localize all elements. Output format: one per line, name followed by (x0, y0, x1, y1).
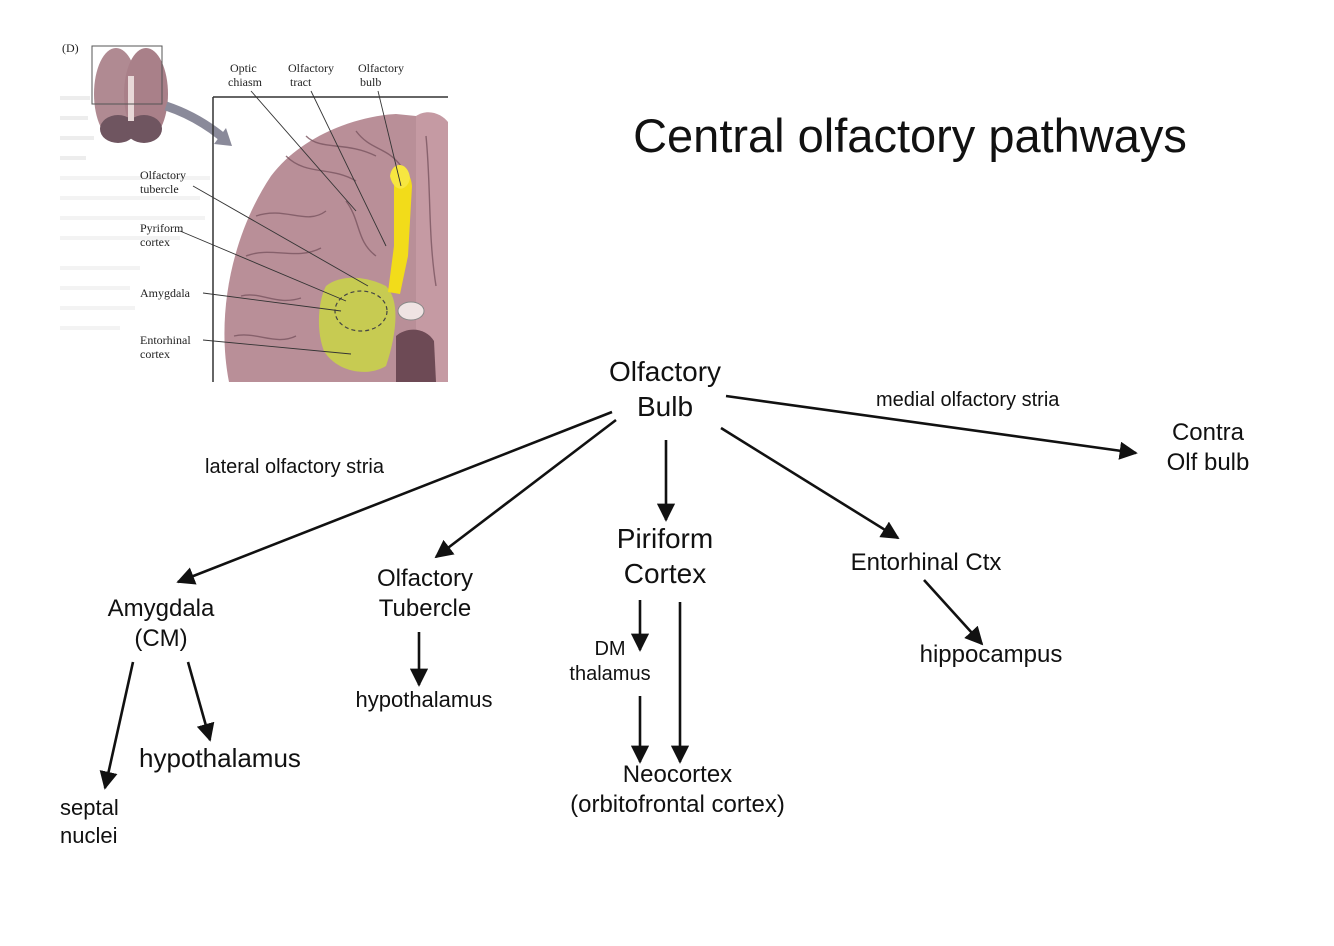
fig-label-entorhinal-cortex: Entorhinal cortex (140, 333, 194, 361)
label-medial-olfactory-stria: medial olfactory stria (876, 389, 1060, 411)
arrow-bulb-to-entorhinal (720, 426, 900, 540)
fig-label-olfactory-bulb: Olfactory bulb (358, 61, 407, 89)
arrow-bulb-to-tubercle (434, 418, 617, 559)
page-title: Central olfactory pathways (633, 109, 1187, 162)
arrow-entorhinal-to-hippocampus (923, 579, 984, 646)
arrow-bulb-to-amygdala (176, 410, 613, 585)
label-lateral-olfactory-stria: lateral olfactory stria (205, 456, 384, 478)
node-hypothalamus-amygdala: hypothalamus (139, 743, 301, 773)
node-neocortex: Neocortex(orbitofrontal cortex) (570, 761, 785, 818)
node-hypothalamus-tubercle: hypothalamus (355, 687, 493, 712)
brain-thumbnail (91, 45, 168, 143)
panel-letter: (D) (62, 41, 79, 55)
brain-figure: (D) (56, 36, 448, 382)
background-text-texture (60, 96, 210, 330)
fig-label-amygdala: Amygdala (140, 286, 191, 300)
fig-label-optic-chiasm: Optic chiasm (228, 61, 263, 89)
arrow-amygdala-to-septal (99, 661, 135, 790)
node-amygdala: Amygdala(CM) (107, 595, 215, 652)
arrow-amygdala-to-hypothalamus (186, 661, 215, 742)
fig-label-olfactory-tract: Olfactory tract (288, 61, 337, 89)
brain-panel (179, 90, 448, 382)
fig-label-pyriform-cortex: Pyriform cortex (140, 221, 186, 249)
node-hippocampus: hippocampus (919, 641, 1063, 668)
node-entorhinal-ctx: Entorhinal Ctx (850, 549, 1002, 576)
fig-label-olfactory-tubercle: Olfactory tubercle (140, 168, 189, 196)
arrow-bulb-to-contra (725, 394, 1138, 460)
